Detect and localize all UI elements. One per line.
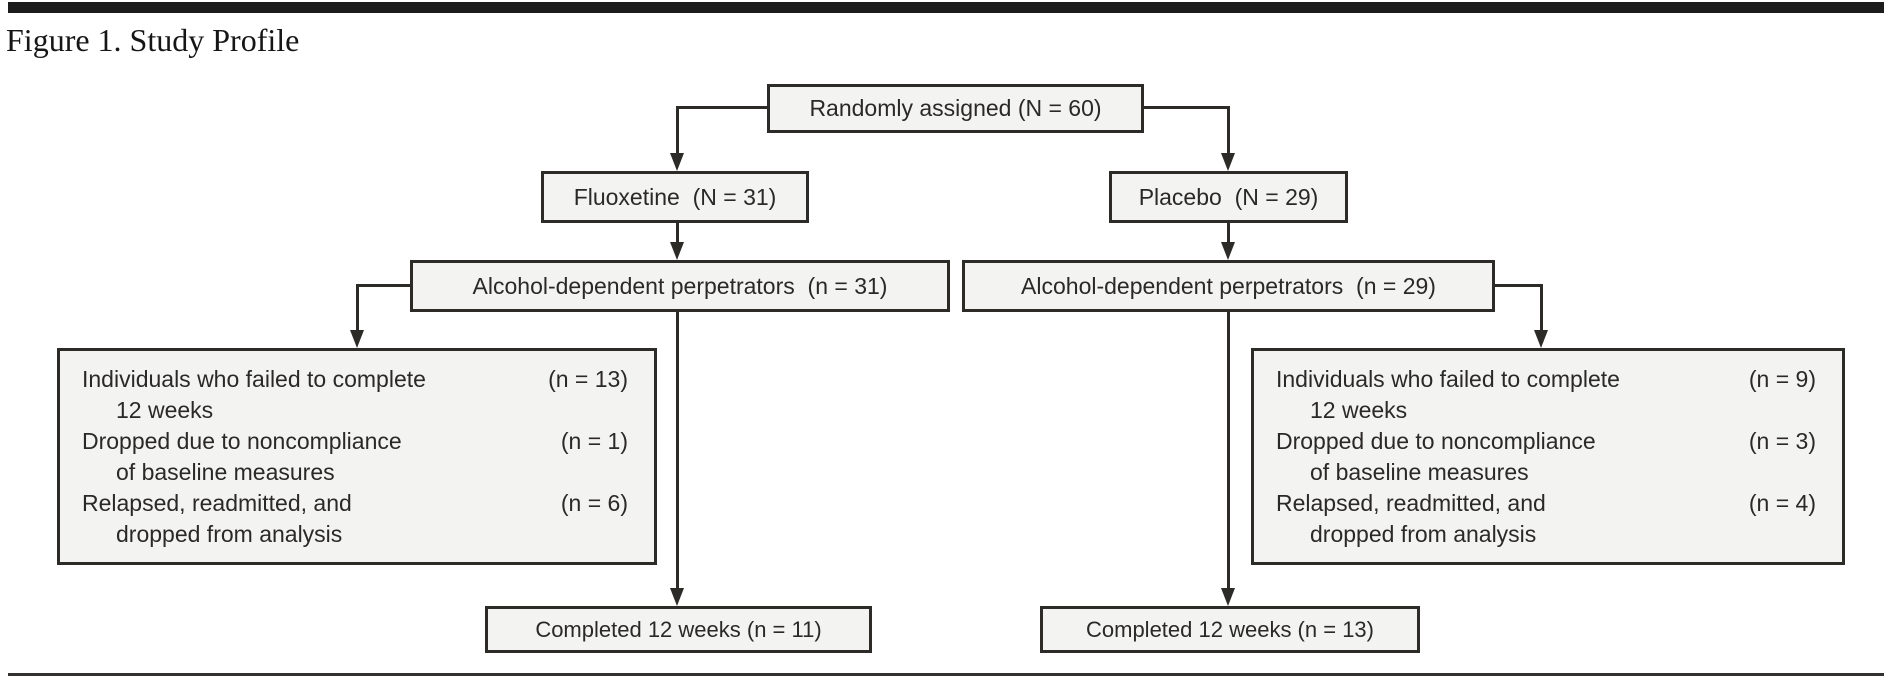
dropout-line: Relapsed, readmitted, and — [82, 490, 352, 516]
node-fluoxetine: Fluoxetine (N = 31) — [541, 171, 809, 223]
dropout-line: Relapsed, readmitted, and — [1276, 490, 1546, 516]
dropout-line: Individuals who failed to complete — [82, 366, 426, 392]
dropout-line: Individuals who failed to complete — [1276, 366, 1620, 392]
figure-title: Figure 1. Study Profile — [6, 22, 300, 58]
dropout-line: Dropped due to noncompliance — [1276, 428, 1596, 454]
connector-alcohol-to-completed-left — [676, 310, 679, 592]
connector-alcohol-to-dropout-left — [358, 284, 413, 287]
arrowhead-alcohol-right-icon — [1221, 242, 1235, 260]
dropout-line-continuation: dropped from analysis — [116, 521, 343, 547]
figure-bottom-rule — [8, 673, 1884, 676]
connector-fluoxetine-to-alcohol — [676, 221, 679, 247]
connector-assigned-to-fluoxetine — [676, 106, 679, 157]
dropout-count: (n = 13) — [548, 366, 628, 392]
arrowhead-dropout-right-icon — [1534, 330, 1548, 348]
node-completed-right: Completed 12 weeks (n = 13) — [1040, 606, 1420, 653]
dropout-line-continuation: 12 weeks — [1310, 397, 1408, 423]
dropout-item: Dropped due to noncompliance of baseline… — [1276, 426, 1816, 488]
connector-assigned-to-fluoxetine — [678, 106, 768, 109]
connector-alcohol-to-dropout-left — [356, 284, 359, 334]
dropout-line-continuation: dropped from analysis — [1310, 521, 1537, 547]
connector-alcohol-to-dropout-right — [1540, 284, 1543, 334]
arrowhead-dropout-left-icon — [350, 330, 364, 348]
node-alcohol-dependent-right-label: Alcohol-dependent perpetrators (n = 29) — [1021, 272, 1436, 299]
node-placebo: Placebo (N = 29) — [1109, 171, 1348, 223]
dropout-count: (n = 3) — [1748, 428, 1816, 454]
connector-assigned-to-placebo — [1227, 106, 1230, 157]
dropout-item: Relapsed, readmitted, and dropped from a… — [1276, 488, 1816, 550]
arrowhead-alcohol-left-icon — [670, 242, 684, 260]
connector-alcohol-to-dropout-right — [1493, 284, 1543, 287]
node-completed-right-label: Completed 12 weeks (n = 13) — [1086, 616, 1374, 642]
node-completed-left-label: Completed 12 weeks (n = 11) — [535, 616, 822, 642]
arrowhead-completed-right-icon — [1221, 588, 1235, 606]
node-alcohol-dependent-left-label: Alcohol-dependent perpetrators (n = 31) — [472, 272, 888, 299]
dropout-box-fluoxetine: Individuals who failed to complete 12 we… — [57, 348, 657, 565]
connector-placebo-to-alcohol — [1227, 221, 1230, 247]
dropout-count: (n = 1) — [560, 428, 628, 454]
node-randomly-assigned-label: Randomly assigned (N = 60) — [809, 95, 1102, 121]
figure-top-rule — [8, 2, 1884, 13]
arrowhead-fluoxetine-icon — [670, 153, 684, 171]
node-randomly-assigned: Randomly assigned (N = 60) — [767, 84, 1144, 133]
dropout-item: Individuals who failed to complete 12 we… — [82, 364, 628, 426]
dropout-line-continuation: of baseline measures — [116, 459, 335, 485]
dropout-count: (n = 6) — [560, 490, 628, 516]
node-alcohol-dependent-right: Alcohol-dependent perpetrators (n = 29) — [962, 260, 1495, 312]
dropout-line-continuation: of baseline measures — [1310, 459, 1529, 485]
dropout-count: (n = 9) — [1748, 366, 1816, 392]
dropout-line: Dropped due to noncompliance — [82, 428, 402, 454]
arrowhead-placebo-icon — [1221, 153, 1235, 171]
node-placebo-label: Placebo (N = 29) — [1138, 183, 1319, 210]
node-completed-left: Completed 12 weeks (n = 11) — [485, 606, 872, 653]
connector-alcohol-to-completed-right — [1227, 310, 1230, 592]
dropout-count: (n = 4) — [1748, 490, 1816, 516]
dropout-item: Dropped due to noncompliance of baseline… — [82, 426, 628, 488]
connector-assigned-to-placebo — [1144, 106, 1230, 109]
dropout-box-placebo: Individuals who failed to complete 12 we… — [1251, 348, 1845, 565]
node-fluoxetine-label: Fluoxetine (N = 31) — [573, 183, 777, 210]
arrowhead-completed-left-icon — [670, 588, 684, 606]
dropout-item: Relapsed, readmitted, and dropped from a… — [82, 488, 628, 550]
node-alcohol-dependent-left: Alcohol-dependent perpetrators (n = 31) — [410, 260, 950, 312]
dropout-line-continuation: 12 weeks — [116, 397, 214, 423]
dropout-item: Individuals who failed to complete 12 we… — [1276, 364, 1816, 426]
